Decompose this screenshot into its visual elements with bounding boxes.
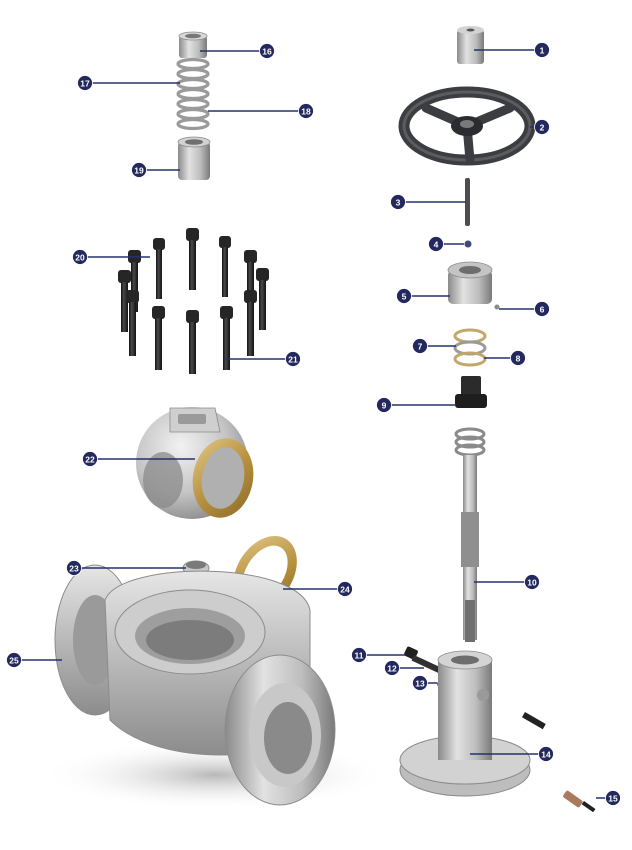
svg-text:6: 6 bbox=[540, 305, 545, 315]
part-11-12-bolt bbox=[404, 646, 442, 674]
part-7-8-rings bbox=[453, 328, 487, 367]
svg-text:25: 25 bbox=[9, 656, 19, 666]
callout-badge-22: 22 bbox=[82, 451, 98, 467]
callout-badge-20: 20 bbox=[72, 249, 88, 265]
svg-text:3: 3 bbox=[396, 198, 401, 208]
svg-text:10: 10 bbox=[527, 578, 537, 588]
svg-text:11: 11 bbox=[355, 651, 364, 661]
part-15-plug bbox=[563, 790, 596, 813]
svg-text:23: 23 bbox=[69, 564, 79, 574]
svg-text:20: 20 bbox=[75, 253, 85, 263]
svg-text:1: 1 bbox=[540, 46, 545, 56]
part-18-spring bbox=[176, 57, 210, 131]
part-14-bonnet bbox=[399, 650, 546, 797]
svg-text:24: 24 bbox=[340, 585, 350, 595]
svg-text:13: 13 bbox=[415, 679, 425, 689]
callout-badge-2: 2 bbox=[534, 119, 550, 135]
part-16-bushing bbox=[178, 31, 208, 58]
svg-text:8: 8 bbox=[516, 354, 521, 364]
part-6-screw bbox=[494, 304, 500, 310]
part-4-ball bbox=[464, 240, 472, 248]
part-3-pin bbox=[465, 178, 470, 226]
part-25-valve-body bbox=[40, 564, 390, 810]
part-22-ball bbox=[136, 407, 254, 519]
callout-badge-15: 15 bbox=[605, 790, 621, 806]
callout-badge-11: 11 bbox=[351, 647, 367, 663]
svg-text:12: 12 bbox=[387, 664, 397, 674]
part-10-stem bbox=[454, 427, 486, 642]
part-19-bushing bbox=[177, 136, 211, 180]
svg-text:4: 4 bbox=[434, 240, 439, 250]
callout-badge-8: 8 bbox=[510, 350, 526, 366]
callout-badge-4: 4 bbox=[428, 236, 444, 252]
svg-text:5: 5 bbox=[402, 292, 407, 302]
callout-badge-6: 6 bbox=[534, 301, 550, 317]
svg-text:22: 22 bbox=[85, 455, 95, 465]
svg-text:14: 14 bbox=[541, 750, 551, 760]
callout-badge-12: 12 bbox=[384, 660, 400, 676]
svg-text:9: 9 bbox=[382, 401, 387, 411]
part-5-gland bbox=[447, 261, 493, 304]
callout-badge-21: 21 bbox=[285, 351, 301, 367]
part-1-nut bbox=[457, 26, 484, 64]
callout-badge-5: 5 bbox=[396, 288, 412, 304]
svg-text:2: 2 bbox=[540, 123, 545, 133]
callout-badge-23: 23 bbox=[66, 560, 82, 576]
svg-text:19: 19 bbox=[134, 166, 144, 176]
svg-text:18: 18 bbox=[301, 107, 311, 117]
callout-badge-10: 10 bbox=[524, 574, 540, 590]
callout-badge-19: 19 bbox=[131, 162, 147, 178]
callout-badge-1: 1 bbox=[534, 42, 550, 58]
part-9-bonnet-nut bbox=[455, 376, 487, 408]
callout-badge-3: 3 bbox=[390, 194, 406, 210]
part-2-handwheel bbox=[398, 86, 536, 166]
svg-text:21: 21 bbox=[288, 355, 298, 365]
callout-badge-18: 18 bbox=[298, 103, 314, 119]
callout-badge-9: 9 bbox=[376, 397, 392, 413]
part-20-21-bolts bbox=[118, 228, 269, 374]
callout-badge-25: 25 bbox=[6, 652, 22, 668]
callout-badge-16: 16 bbox=[259, 43, 275, 59]
callout-badges: 1 2 3 4 5 6 7 8 9 10 11 12 13 14 15 16 1… bbox=[6, 42, 621, 806]
callout-badge-24: 24 bbox=[337, 581, 353, 597]
svg-text:17: 17 bbox=[80, 79, 90, 89]
svg-text:16: 16 bbox=[262, 47, 272, 57]
svg-text:15: 15 bbox=[608, 794, 618, 804]
callout-badge-13: 13 bbox=[412, 675, 428, 691]
callout-badge-14: 14 bbox=[538, 746, 554, 762]
svg-text:7: 7 bbox=[418, 342, 423, 352]
callout-badge-7: 7 bbox=[412, 338, 428, 354]
callout-badge-17: 17 bbox=[77, 75, 93, 91]
